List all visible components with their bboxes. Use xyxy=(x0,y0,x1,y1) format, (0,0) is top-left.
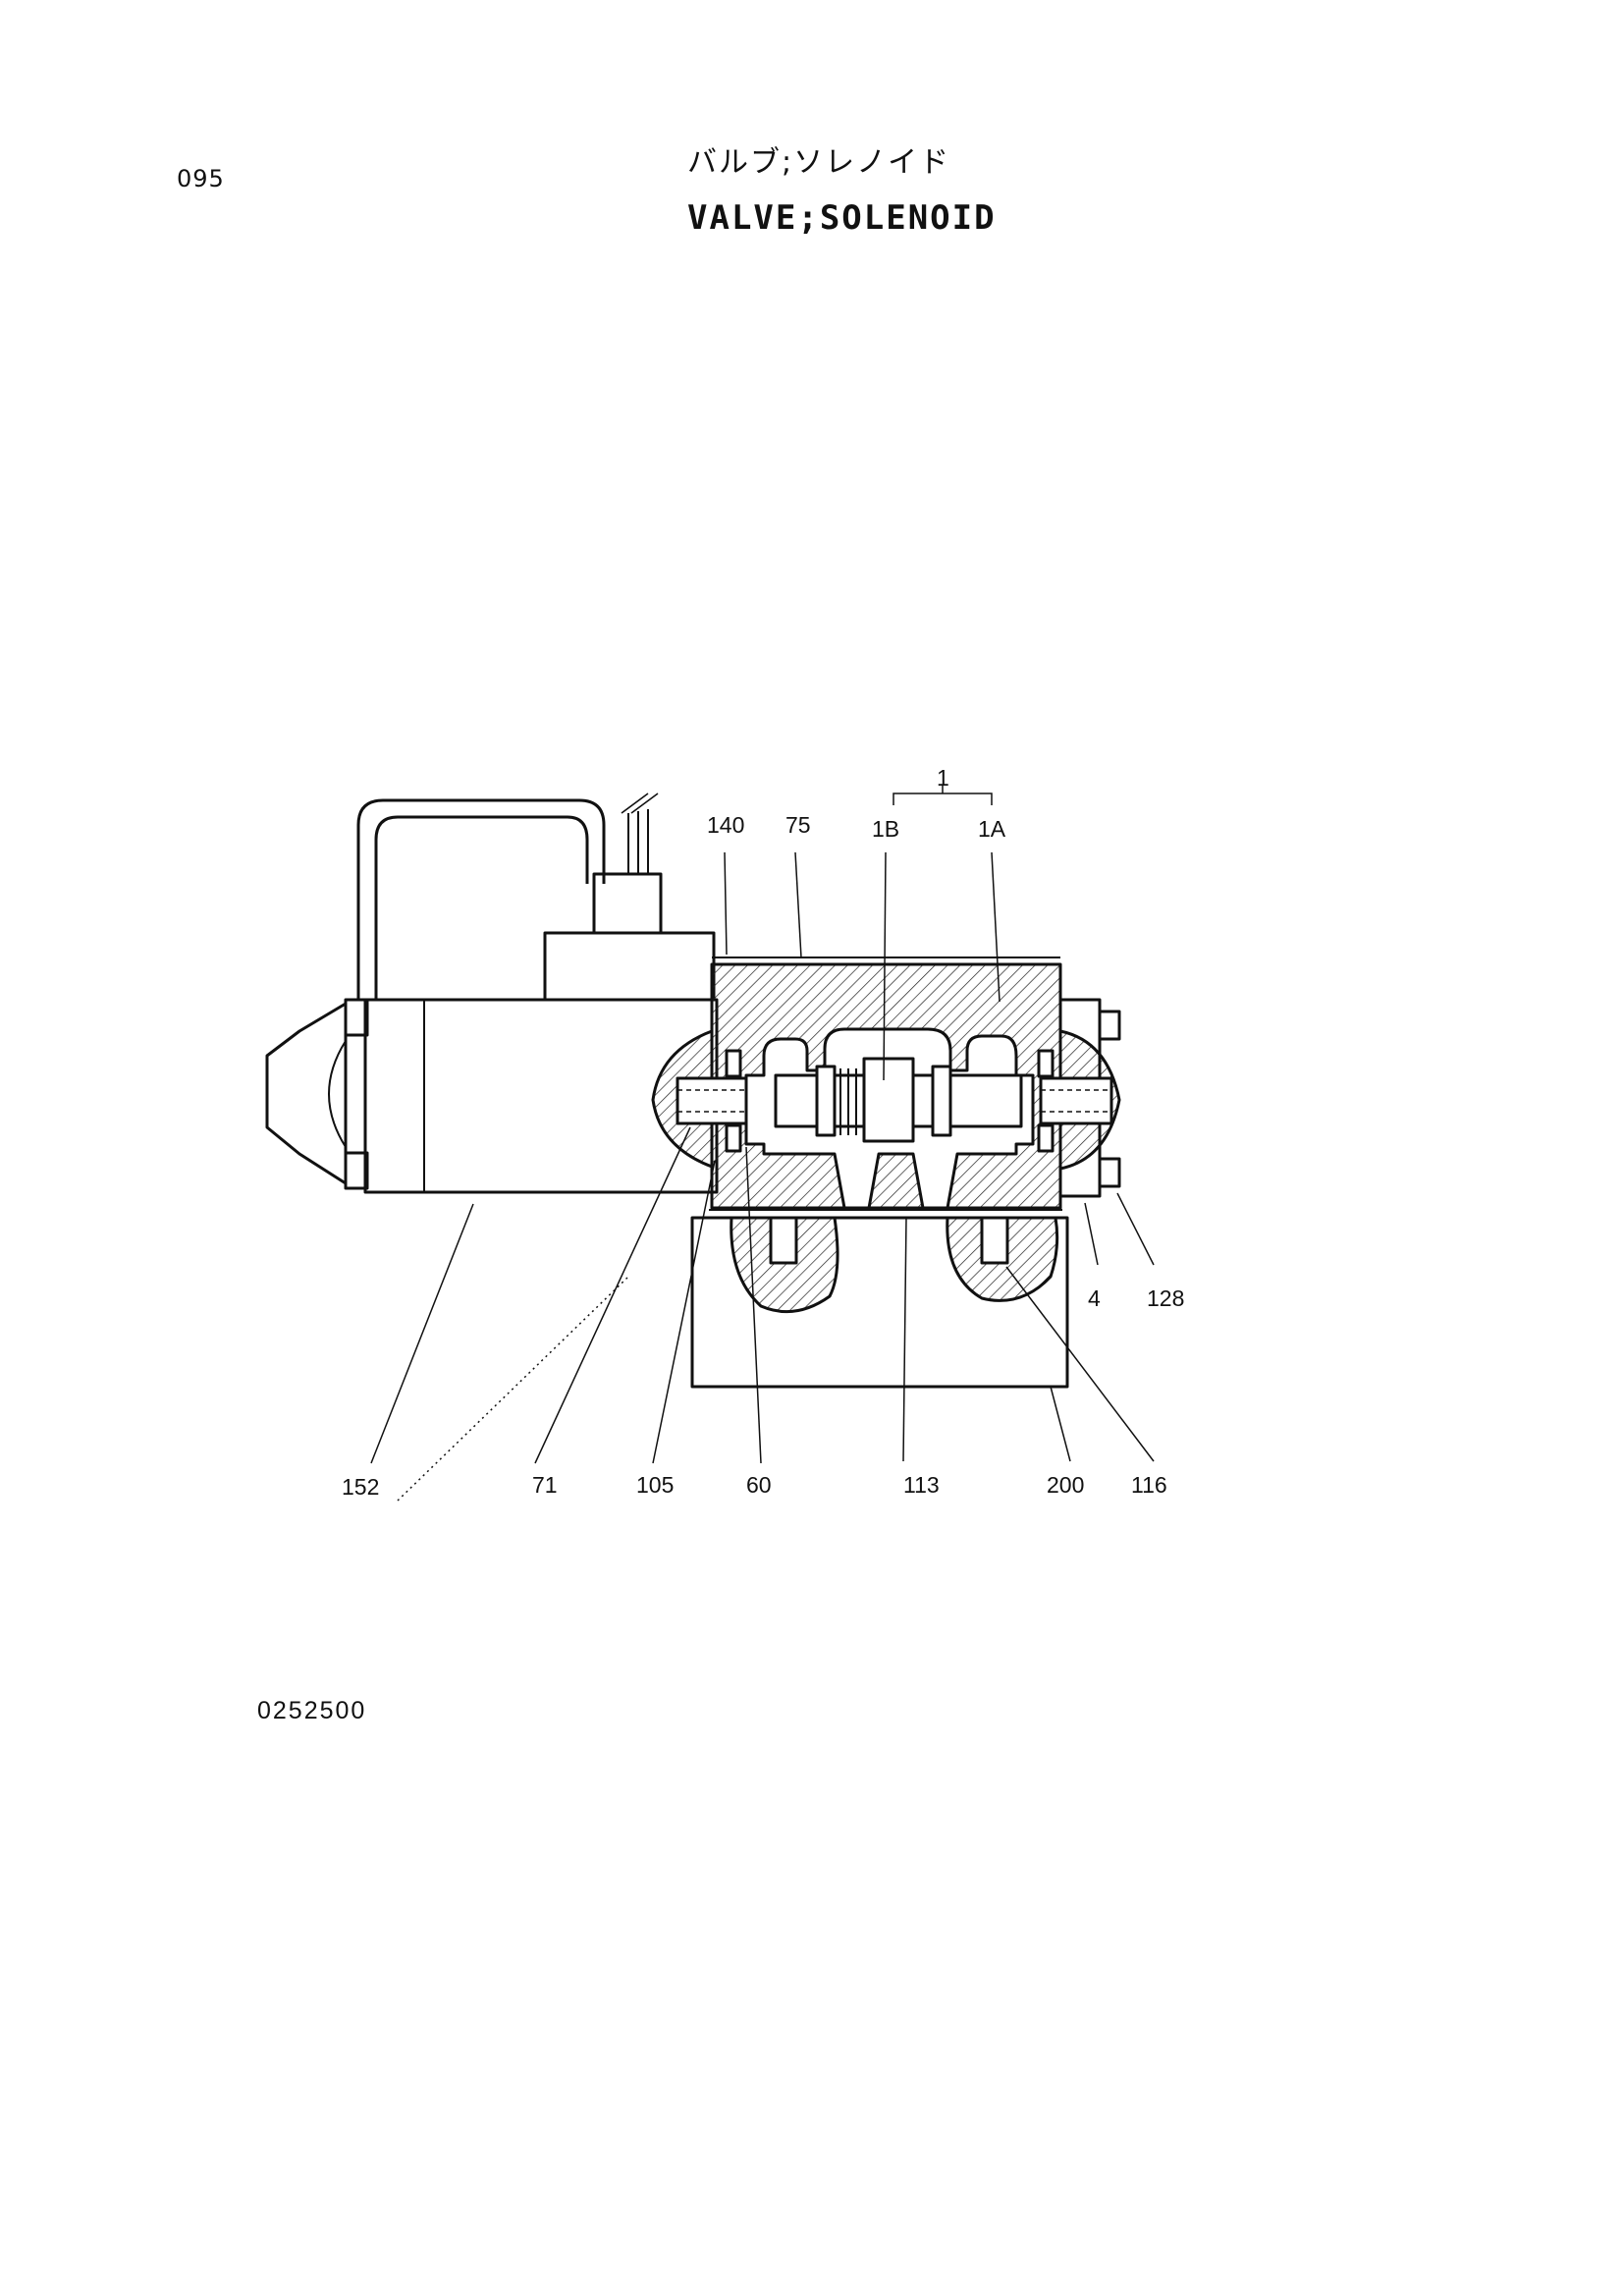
leader-71 xyxy=(534,1126,691,1464)
leader-152 xyxy=(370,1203,474,1464)
leader-105 xyxy=(652,1160,716,1464)
left-plunger xyxy=(676,1076,748,1125)
bracket-1 xyxy=(893,793,993,805)
leader-113 xyxy=(902,1217,907,1462)
title-english: VALVE;SOLENOID xyxy=(687,198,997,238)
callout-75: 75 xyxy=(785,812,811,838)
title-japanese: バルブ;ソレノイド xyxy=(687,145,951,180)
leader-4 xyxy=(1084,1202,1099,1266)
solenoid-cap-dome xyxy=(328,1040,347,1148)
callout-105: 105 xyxy=(636,1472,674,1498)
leader-200 xyxy=(1050,1386,1071,1462)
solenoid-end-cap xyxy=(265,1002,348,1185)
leader-116 xyxy=(1005,1266,1155,1462)
sub-plate xyxy=(690,1216,1069,1389)
callout-1: 1 xyxy=(937,765,949,791)
callout-60: 60 xyxy=(746,1472,772,1498)
callout-1a: 1A xyxy=(978,816,1006,842)
callout-1b: 1B xyxy=(872,816,899,842)
leader-152-dotted xyxy=(397,1276,629,1502)
right-tab-bottom xyxy=(1098,1157,1121,1188)
leader-60 xyxy=(745,1146,762,1464)
callout-116: 116 xyxy=(1131,1472,1167,1498)
callout-152: 152 xyxy=(342,1474,379,1500)
leader-75 xyxy=(794,851,802,958)
leader-128 xyxy=(1116,1192,1155,1266)
right-tab-top xyxy=(1098,1010,1121,1041)
callout-4: 4 xyxy=(1088,1285,1101,1311)
leader-140 xyxy=(724,851,728,956)
terminal-box xyxy=(543,931,716,1002)
cap-tab-bottom xyxy=(344,1151,369,1190)
callout-128: 128 xyxy=(1147,1285,1184,1311)
sub-plate-port-left xyxy=(730,1216,839,1314)
callout-71: 71 xyxy=(532,1472,558,1498)
right-plunger xyxy=(1039,1076,1113,1125)
leader-1b xyxy=(883,851,887,1081)
page-number: 095 xyxy=(177,165,225,192)
drawing-number: 0252500 xyxy=(257,1697,367,1724)
callout-200: 200 xyxy=(1047,1472,1084,1498)
wiring-loop xyxy=(356,798,606,1000)
spool-land-center xyxy=(862,1057,915,1143)
callout-140: 140 xyxy=(707,812,744,838)
terminal-connector xyxy=(592,872,663,935)
cap-tab-top xyxy=(344,998,369,1037)
callout-113: 113 xyxy=(903,1472,940,1498)
leader-1a xyxy=(991,851,1001,1003)
